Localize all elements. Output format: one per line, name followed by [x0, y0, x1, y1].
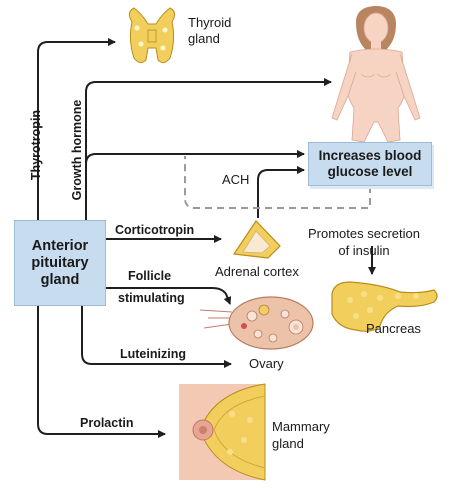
- pituitary-line-1: Anterior: [31, 237, 89, 254]
- pituitary-line-3: gland: [40, 271, 80, 288]
- ach-arrow: [257, 166, 305, 218]
- thyrotropin-arrow: [37, 38, 116, 220]
- mammary-label: Mammary gland: [272, 418, 330, 452]
- follicle-label: Follicle: [128, 269, 172, 283]
- prolactin-arrow: [37, 306, 166, 438]
- glucose-line-2: glucose level: [327, 164, 413, 179]
- mammary-label-line-1: Mammary: [272, 419, 330, 434]
- stimulating-label: stimulating: [118, 291, 185, 305]
- luteinizing-arrow: [81, 306, 232, 368]
- insulin-annotation-line-2: of insulin: [338, 243, 390, 258]
- anterior-pituitary-box: Anterior pituitary gland: [14, 220, 106, 306]
- corticotropin-label: Corticotropin: [115, 223, 195, 237]
- ovary-icon: [199, 296, 314, 350]
- glucose-feedback-dashed-line: [184, 156, 371, 209]
- pancreas-icon: [331, 281, 438, 332]
- adrenal-cortex-label: Adrenal cortex: [215, 264, 299, 279]
- pituitary-line-2: pituitary: [31, 254, 89, 271]
- adrenal-cortex-icon: [232, 220, 281, 259]
- mammary-gland-icon: [179, 383, 266, 481]
- thyroid-label: Thyroid gland: [188, 15, 231, 47]
- insulin-annotation-line-1: Promotes secretion: [308, 226, 420, 241]
- thyroid-label-line-1: Thyroid: [188, 15, 232, 30]
- ach-label: ACH: [222, 172, 250, 187]
- glucose-effect-box: Increases blood glucose level: [308, 142, 432, 186]
- thyrotropin-label: Thyrotropin: [29, 109, 43, 181]
- growth-hormone-label: Growth hormone: [70, 99, 84, 201]
- human-figure-icon: [331, 6, 421, 143]
- prolactin-label: Prolactin: [80, 416, 134, 430]
- growth-hormone-arrow: [85, 78, 332, 220]
- mammary-label-line-2: gland: [272, 436, 304, 451]
- thyroid-label-line-2: gland: [188, 31, 220, 46]
- growth-hormone-glucose-arrow: [85, 150, 305, 165]
- luteinizing-label: Luteinizing: [120, 347, 186, 361]
- ovary-label: Ovary: [249, 356, 284, 371]
- insulin-annotation: Promotes secretion of insulin: [308, 225, 420, 259]
- hormone-arrows: [37, 38, 376, 438]
- thyroid-gland-icon: [128, 7, 176, 64]
- glucose-line-1: Increases blood: [318, 148, 422, 163]
- follicle-stimulating-arrow: [106, 287, 232, 305]
- pancreas-label: Pancreas: [366, 321, 421, 336]
